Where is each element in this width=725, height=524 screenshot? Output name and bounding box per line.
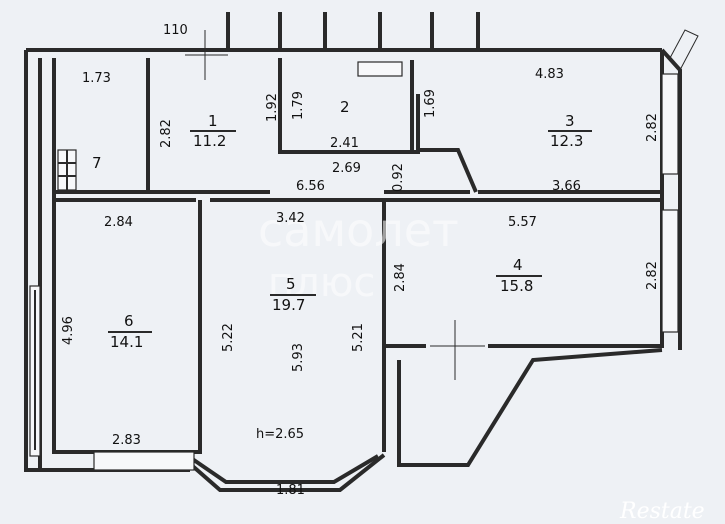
dim-2-82-a: 2.82 <box>159 119 174 148</box>
dim-2-84-b: 2.84 <box>393 263 408 292</box>
dim-1-73: 1.73 <box>82 71 111 86</box>
window-room2 <box>357 61 403 77</box>
room-3-area: 12.3 <box>550 132 583 150</box>
dim-2-41: 2.41 <box>330 136 359 151</box>
dimension-labels: 110 1.73 2.82 1.92 1.79 2.41 2.69 1.69 4… <box>61 23 660 498</box>
dim-4-83: 4.83 <box>535 67 564 82</box>
room-1-number: 1 <box>208 112 218 130</box>
dim-5-57: 5.57 <box>508 215 537 230</box>
window-room6 <box>93 451 195 471</box>
watermark: самолет плюс <box>258 203 459 306</box>
dim-5-93: 5.93 <box>291 343 306 372</box>
brand-text: Restate <box>619 499 705 524</box>
room-4-number: 4 <box>513 256 523 274</box>
dim-2-84-a: 2.84 <box>104 215 133 230</box>
dim-4-96: 4.96 <box>61 316 76 345</box>
windows <box>57 61 679 471</box>
dim-0-92: 0.92 <box>391 163 406 192</box>
room-7-number: 7 <box>92 154 102 172</box>
dim-1-92: 1.92 <box>265 93 280 122</box>
room-2-number: 2 <box>340 98 350 116</box>
watermark-line1: самолет <box>258 203 459 257</box>
room-labels: 1 11.2 2 3 12.3 4 15.8 5 19.7 6 14.1 7 <box>92 98 592 351</box>
dim-2-69: 2.69 <box>332 161 361 176</box>
dim-2-83: 2.83 <box>112 433 141 448</box>
dim-1-81: 1.81 <box>276 483 305 498</box>
dim-5-21: 5.21 <box>351 323 366 352</box>
brand-logo: Restate <box>619 499 705 524</box>
room-3-number: 3 <box>565 112 575 130</box>
room-5-number: 5 <box>286 275 296 293</box>
room-4-area: 15.8 <box>500 277 533 295</box>
dim-1-69: 1.69 <box>423 89 438 118</box>
dim-3-42: 3.42 <box>276 211 305 226</box>
dim-2-82-b: 2.82 <box>645 113 660 142</box>
door-marks <box>185 29 699 380</box>
room-6-area: 14.1 <box>110 333 143 351</box>
loggia-left <box>24 50 41 472</box>
window-room3 <box>661 73 679 175</box>
room-6-number: 6 <box>124 312 134 330</box>
label-110: 110 <box>163 23 188 38</box>
dim-5-22: 5.22 <box>221 323 236 352</box>
dim-1-79: 1.79 <box>291 91 306 120</box>
room-1-area: 11.2 <box>193 132 226 150</box>
dim-6-56: 6.56 <box>296 179 325 194</box>
room-5-area: 19.7 <box>272 296 305 314</box>
dim-3-66: 3.66 <box>552 179 581 194</box>
dim-2-82-c: 2.82 <box>645 261 660 290</box>
watermark-line2: плюс <box>268 260 375 306</box>
window-room4 <box>661 209 679 333</box>
ceiling-height: h=2.65 <box>256 427 304 442</box>
